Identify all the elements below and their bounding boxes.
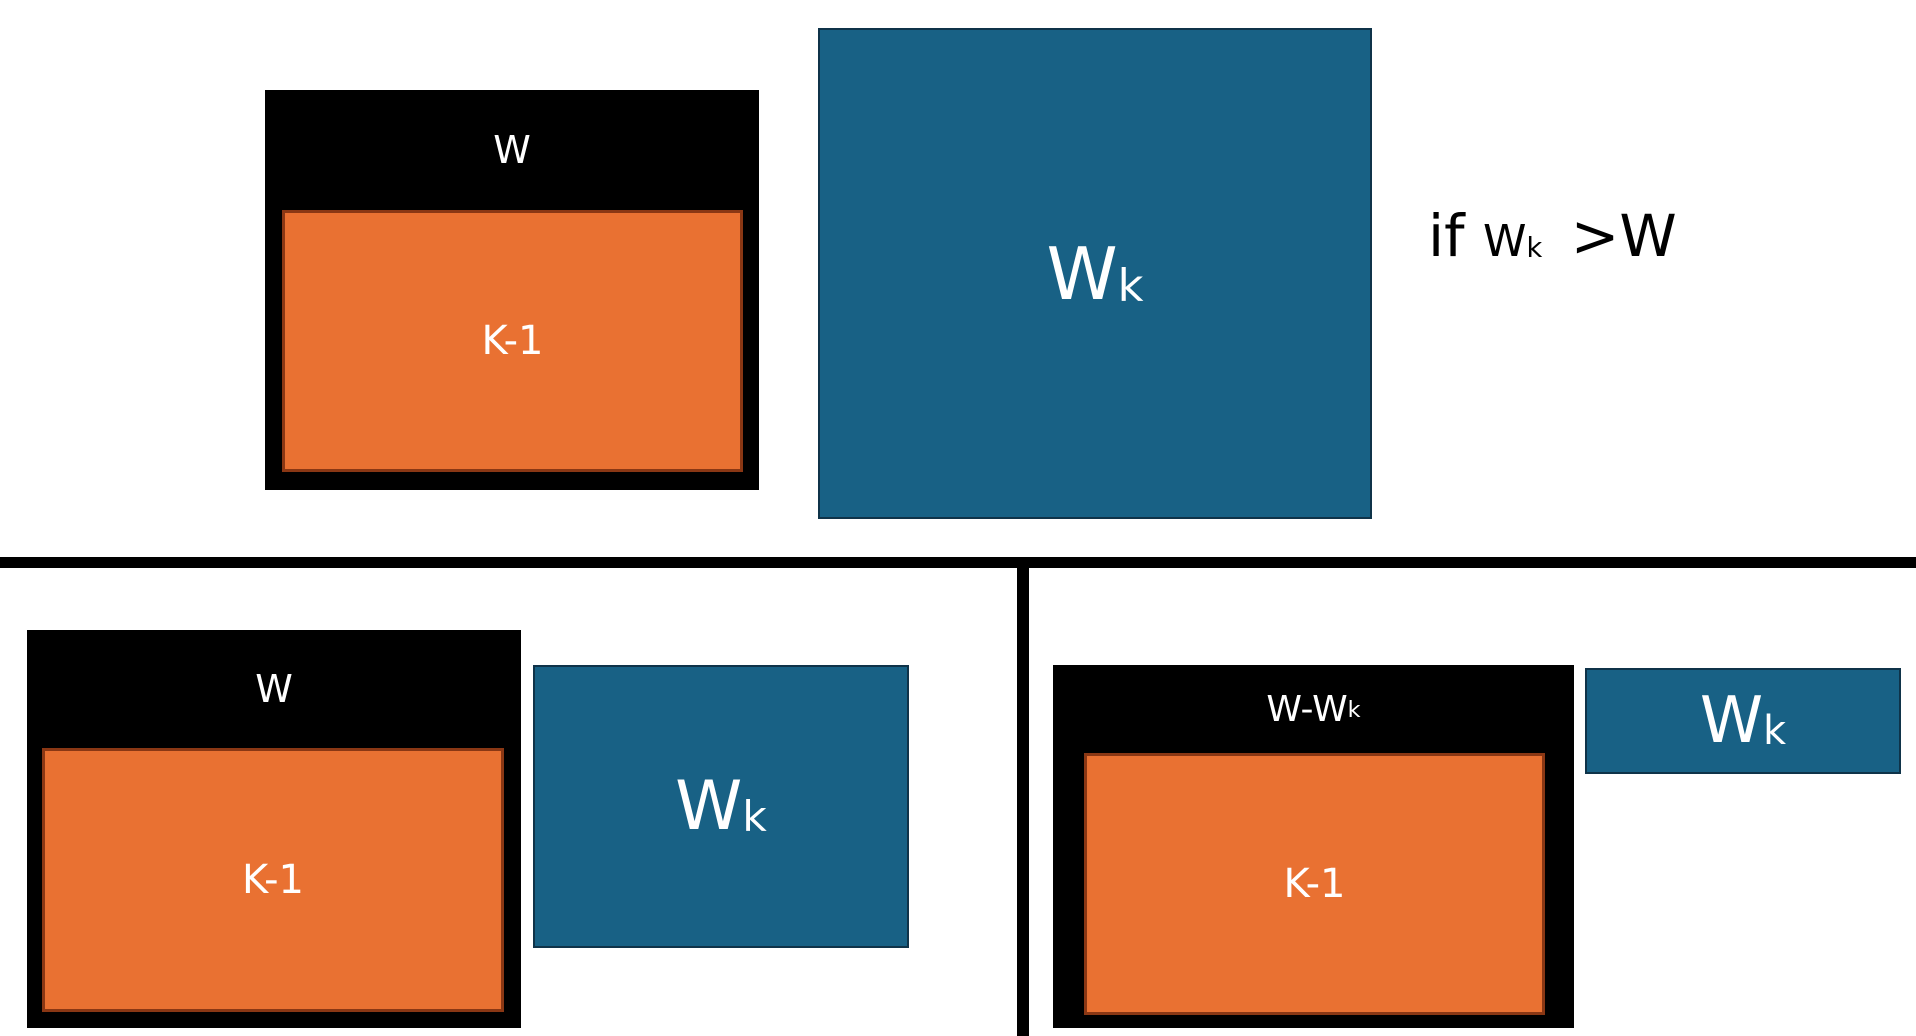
bottom-right-capacity-main: W-W bbox=[1266, 688, 1348, 730]
bottom-left-knapsack-capacity-label: W bbox=[255, 667, 293, 711]
bottom-right-wk-main: W bbox=[1699, 684, 1764, 758]
top-item-wk: Wk bbox=[818, 28, 1372, 519]
bottom-right-item-wk: Wk bbox=[1585, 668, 1901, 774]
bottom-right-wk-sub: k bbox=[1763, 707, 1787, 754]
vertical-divider bbox=[1017, 568, 1029, 1036]
top-knapsack-capacity-label: W bbox=[493, 128, 531, 172]
bottom-left-item-wk: Wk bbox=[533, 665, 909, 948]
top-item-label: K-1 bbox=[481, 318, 544, 364]
bottom-left-item-label: K-1 bbox=[242, 857, 304, 903]
bottom-left-knapsack: W K-1 bbox=[27, 630, 521, 1028]
bottom-right-item-k-minus-1: K-1 bbox=[1084, 753, 1545, 1015]
top-wk-sub: k bbox=[1117, 259, 1144, 312]
bottom-left-wk-label: Wk bbox=[675, 767, 767, 846]
top-wk-label: Wk bbox=[1046, 232, 1143, 316]
top-condition: if Wk >W bbox=[1428, 202, 1677, 270]
top-wk-main: W bbox=[1046, 231, 1118, 316]
bottom-right-item-label: K-1 bbox=[1283, 861, 1346, 907]
bottom-right-wk-label: Wk bbox=[1700, 684, 1786, 758]
condition-operator: >W bbox=[1570, 202, 1677, 270]
condition-var-main: W bbox=[1482, 216, 1527, 267]
horizontal-divider bbox=[0, 557, 1916, 568]
condition-var: Wk bbox=[1483, 216, 1542, 267]
bottom-left-wk-sub: k bbox=[742, 792, 767, 842]
bottom-left-item-k-minus-1: K-1 bbox=[42, 748, 504, 1012]
top-item-k-minus-1: K-1 bbox=[282, 210, 743, 472]
condition-var-sub: k bbox=[1526, 233, 1543, 265]
bottom-right-capacity-sub: k bbox=[1347, 697, 1361, 724]
top-knapsack: W K-1 bbox=[265, 90, 759, 490]
bottom-left-wk-main: W bbox=[675, 767, 743, 846]
condition-prefix: if bbox=[1428, 202, 1465, 270]
